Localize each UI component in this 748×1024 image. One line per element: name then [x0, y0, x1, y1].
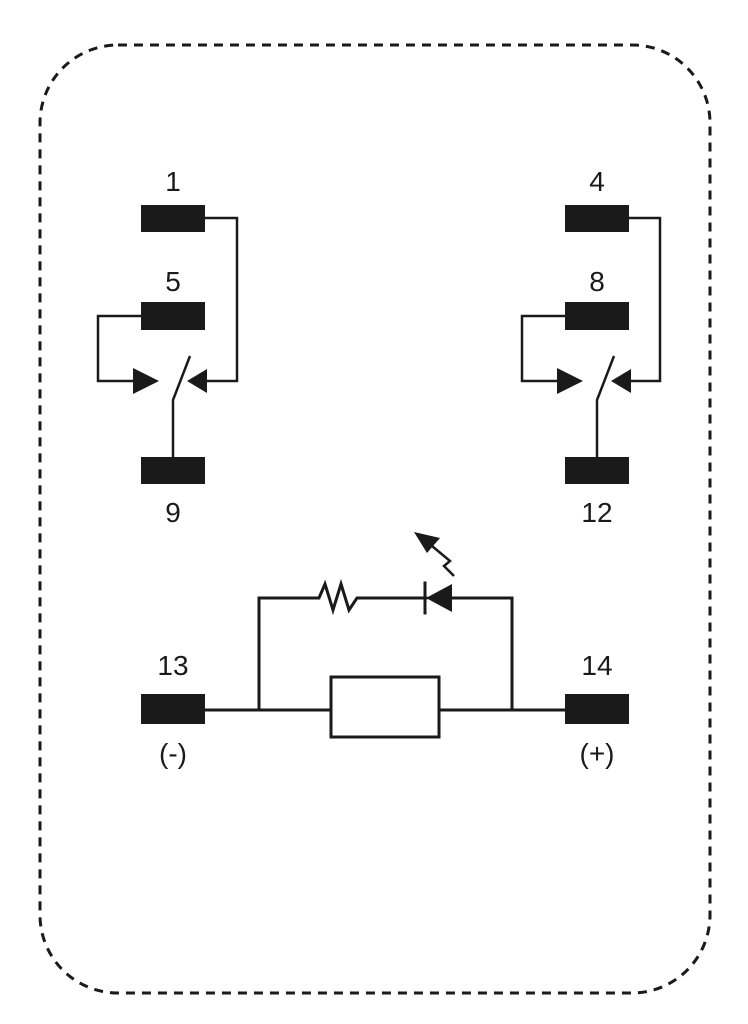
polarity-positive-label: (+)	[580, 738, 615, 769]
light-arrow-head	[414, 532, 440, 553]
terminal-1	[141, 205, 205, 232]
relay-coil	[329, 675, 441, 739]
contact-arrow-right	[611, 369, 631, 393]
wire-4-to-contact	[629, 216, 662, 383]
resistor-icon	[311, 578, 365, 616]
terminal-label-8: 8	[589, 266, 605, 297]
wire-5-to-contact	[96, 314, 141, 383]
terminal-label-5: 5	[165, 266, 181, 297]
terminal-label-9: 9	[165, 497, 181, 528]
relay-housing-outline	[38, 43, 712, 995]
contact-arrow-left	[557, 368, 583, 394]
switch-blade-left	[171, 355, 192, 457]
contact-set-left: 1 5 9	[96, 166, 239, 528]
wire-1-to-contact	[205, 216, 239, 383]
terminal-4	[565, 205, 629, 232]
contact-arrow-left	[133, 368, 159, 394]
terminal-8	[565, 302, 629, 330]
coil-circuit: 13 (-) 14 (+)	[141, 532, 629, 769]
terminal-label-14: 14	[581, 650, 612, 681]
switch-blade-right	[595, 355, 616, 457]
terminal-5	[141, 302, 205, 330]
terminal-label-1: 1	[165, 166, 181, 197]
terminal-13	[141, 694, 205, 724]
terminal-label-4: 4	[589, 166, 605, 197]
terminal-12	[565, 457, 629, 484]
contact-set-right: 4 8 12	[520, 166, 662, 528]
led-return-wire	[450, 596, 514, 712]
led-icon	[426, 584, 452, 612]
terminal-label-13: 13	[157, 650, 188, 681]
terminal-label-12: 12	[581, 497, 612, 528]
terminal-14	[565, 694, 629, 724]
indicator-branch-wire	[257, 596, 315, 712]
polarity-negative-label: (-)	[159, 738, 187, 769]
wire-8-to-contact	[520, 314, 565, 383]
light-emission-icon	[431, 545, 455, 577]
contact-arrow-right	[187, 369, 207, 393]
terminal-9	[141, 457, 205, 484]
